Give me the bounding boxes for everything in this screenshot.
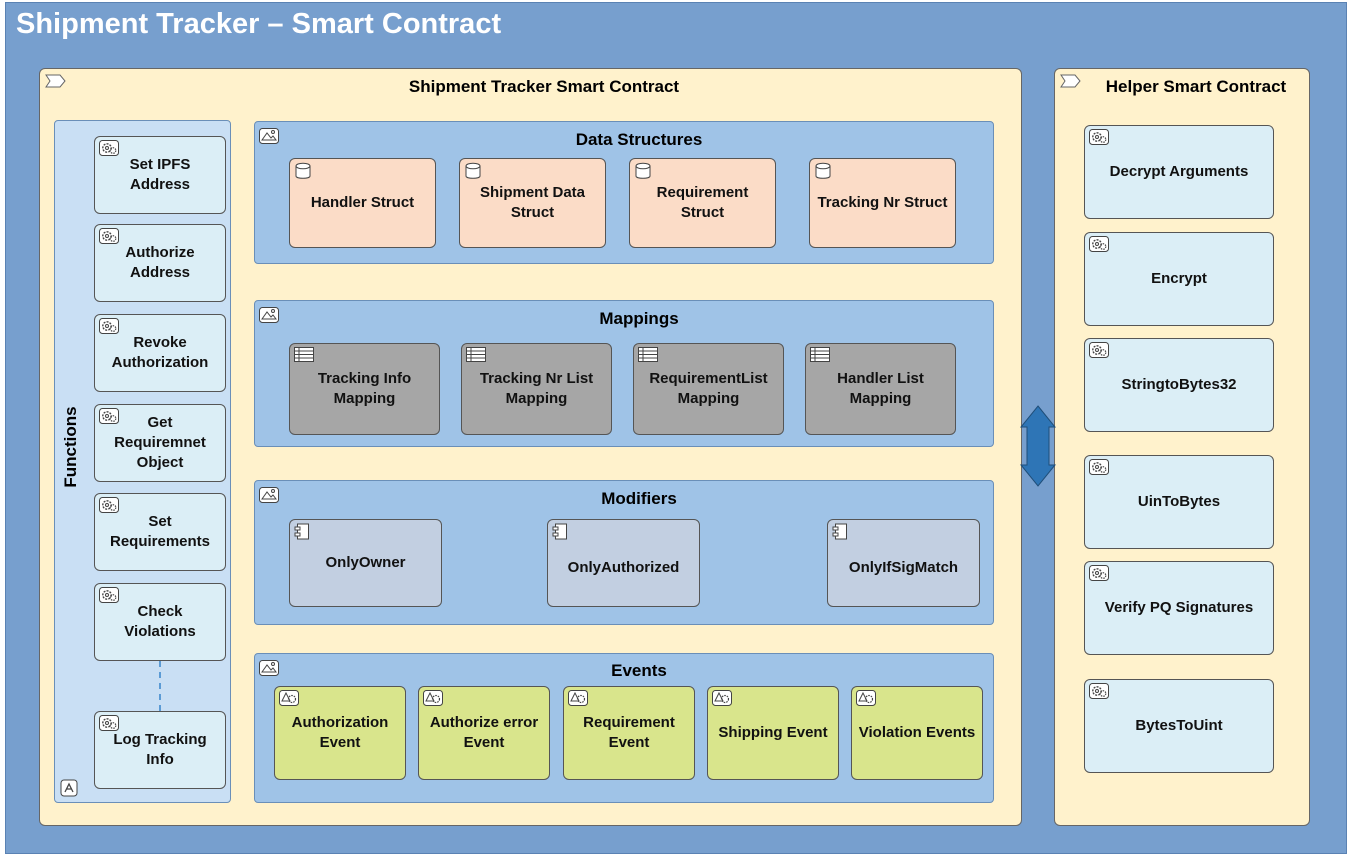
table-icon	[294, 347, 314, 362]
gear-icon	[1089, 459, 1109, 475]
component-icon	[294, 523, 309, 540]
functions-title: Functions	[61, 406, 80, 488]
function-item[interactable]: Check Violations	[94, 583, 226, 661]
group-icon	[259, 307, 279, 323]
gear-icon	[99, 228, 119, 244]
event-item[interactable]: Requirement Event	[563, 686, 695, 780]
double-arrow-icon	[1019, 405, 1057, 487]
main-contract-title: Shipment Tracker Smart Contract	[408, 77, 680, 96]
data-structures-title: Data Structures	[575, 130, 703, 149]
mapping-item[interactable]: Tracking Info Mapping	[289, 343, 440, 435]
diagram-title: Shipment Tracker – Smart Contract	[16, 8, 502, 40]
helper-function-item[interactable]: Verify PQ Signatures	[1084, 561, 1274, 655]
event-icon	[568, 690, 588, 706]
group-icon	[259, 660, 279, 676]
event-item[interactable]: Authorize error Event	[418, 686, 550, 780]
gear-icon	[99, 140, 119, 156]
function-item[interactable]: Revoke Authorization	[94, 314, 226, 392]
group-tag-icon	[45, 74, 66, 88]
modifiers-title: Modifiers	[601, 489, 677, 508]
function-item[interactable]: Authorize Address	[94, 224, 226, 302]
event-icon	[279, 690, 299, 706]
modifier-item[interactable]: OnlyAuthorized	[547, 519, 700, 607]
events-title: Events	[611, 661, 667, 680]
table-icon	[810, 347, 830, 362]
group-tag-icon	[1060, 74, 1081, 88]
collaboration-icon	[60, 779, 78, 797]
group-icon	[259, 487, 279, 503]
event-icon	[856, 690, 876, 706]
gear-icon	[99, 497, 119, 513]
group-icon	[259, 128, 279, 144]
event-item[interactable]: Shipping Event	[707, 686, 839, 780]
gear-icon	[1089, 342, 1109, 358]
function-item[interactable]: Log Tracking Info	[94, 711, 226, 789]
database-icon	[295, 162, 311, 179]
modifier-item[interactable]: OnlyIfSigMatch	[827, 519, 980, 607]
gear-icon	[1089, 683, 1109, 699]
data-structure-item[interactable]: Requirement Struct	[629, 158, 776, 248]
gear-icon	[1089, 129, 1109, 145]
function-item[interactable]: Set IPFS Address	[94, 136, 226, 214]
gear-icon	[99, 587, 119, 603]
helper-contract-title: Helper Smart Contract	[1105, 77, 1287, 96]
event-item[interactable]: Authorization Event	[274, 686, 406, 780]
function-item[interactable]: Get Requiremnet Object	[94, 404, 226, 482]
function-item[interactable]: Set Requirements	[94, 493, 226, 571]
mappings-title: Mappings	[599, 309, 679, 328]
database-icon	[465, 162, 481, 179]
gear-icon	[1089, 236, 1109, 252]
helper-function-item[interactable]: Decrypt Arguments	[1084, 125, 1274, 219]
event-icon	[423, 690, 443, 706]
event-item[interactable]: Violation Events	[851, 686, 983, 780]
data-structure-item[interactable]: Tracking Nr Struct	[809, 158, 956, 248]
data-structure-item[interactable]: Handler Struct	[289, 158, 436, 248]
database-icon	[635, 162, 651, 179]
table-icon	[466, 347, 486, 362]
database-icon	[815, 162, 831, 179]
helper-function-item[interactable]: BytesToUint	[1084, 679, 1274, 773]
data-structure-item[interactable]: Shipment Data Struct	[459, 158, 606, 248]
mapping-item[interactable]: Handler List Mapping	[805, 343, 956, 435]
gear-icon	[99, 715, 119, 731]
mapping-item[interactable]: Tracking Nr List Mapping	[461, 343, 612, 435]
mapping-item[interactable]: RequirementList Mapping	[633, 343, 784, 435]
gear-icon	[99, 318, 119, 334]
gear-icon	[1089, 565, 1109, 581]
helper-function-item[interactable]: UinToBytes	[1084, 455, 1274, 549]
modifier-item[interactable]: OnlyOwner	[289, 519, 442, 607]
component-icon	[552, 523, 567, 540]
component-icon	[832, 523, 847, 540]
event-icon	[712, 690, 732, 706]
dashed-connector	[159, 661, 161, 711]
gear-icon	[99, 408, 119, 424]
table-icon	[638, 347, 658, 362]
helper-function-item[interactable]: Encrypt	[1084, 232, 1274, 326]
helper-function-item[interactable]: StringtoBytes32	[1084, 338, 1274, 432]
